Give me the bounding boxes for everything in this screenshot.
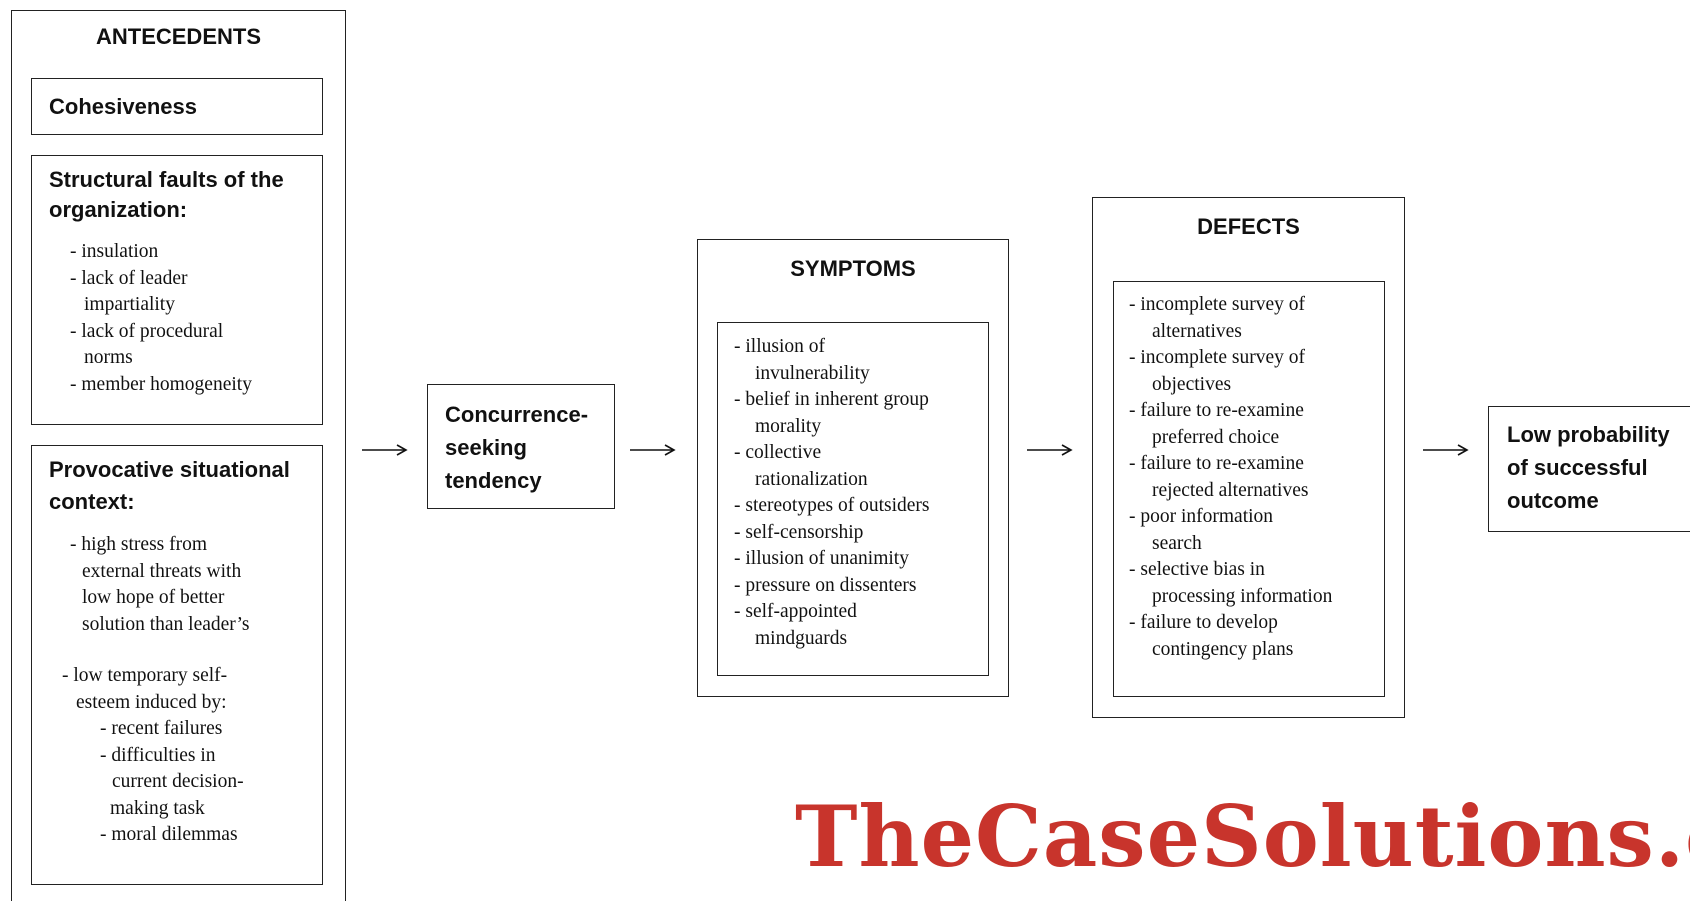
list-item: - high stress from <box>70 534 208 555</box>
outcome-line-2: of successful <box>1507 455 1648 480</box>
list-item: search <box>1152 532 1202 554</box>
list-item: norms <box>84 347 133 368</box>
list-item: - failure to develop <box>1129 612 1278 633</box>
list-item: - recent failures <box>100 718 223 739</box>
list-item: rejected alternatives <box>1152 479 1309 501</box>
list-item: - incomplete survey of <box>1129 347 1305 368</box>
arrow-right-icon <box>362 444 408 456</box>
stress-list: - high stress from external threats with… <box>70 532 250 638</box>
symptoms-list: - illusion of invulnerability - belief i… <box>734 334 930 652</box>
list-item: objectives <box>1152 373 1232 395</box>
list-item: - insulation <box>70 241 159 262</box>
arrow-right-icon <box>1423 444 1469 456</box>
list-item: - failure to re-examine <box>1129 453 1304 474</box>
list-item: morality <box>755 415 822 437</box>
concurrence-line-3: tendency <box>445 468 542 493</box>
list-item: - lack of leader <box>70 267 188 289</box>
watermark: TheCaseSolutions.com <box>795 787 1690 886</box>
list-item: - illusion of unanimity <box>734 548 909 569</box>
list-item: - low temporary self- <box>62 665 228 686</box>
list-item: - collective <box>734 442 822 463</box>
concurrence-seeking-box <box>427 384 615 509</box>
outcome-box <box>1488 406 1690 532</box>
list-item: invulnerability <box>755 362 870 384</box>
list-item: - self-appointed <box>734 601 857 622</box>
list-item: rationalization <box>755 468 868 490</box>
cohesiveness-label: Cohesiveness <box>49 94 197 119</box>
list-item: external threats with <box>82 560 242 582</box>
list-item: - incomplete survey of <box>1129 294 1305 315</box>
list-item: current decision- <box>112 771 244 792</box>
list-item: low hope of better <box>82 587 225 608</box>
list-item: - pressure on dissenters <box>734 574 917 596</box>
structural-faults-list: - insulation - lack of leader impartiali… <box>70 239 252 398</box>
list-item: - difficulties in <box>100 744 216 766</box>
defects-title: DEFECTS <box>1197 214 1300 239</box>
list-item: contingency plans <box>1152 638 1294 660</box>
structural-faults-title-line-1: Structural faults of the <box>49 167 284 192</box>
provocative-context-title-line-2: context: <box>49 489 135 514</box>
structural-faults-box <box>31 155 323 425</box>
arrow-right-icon <box>1027 444 1073 456</box>
provocative-context-title-line-1: Provocative situational <box>49 457 290 482</box>
list-item: - moral dilemmas <box>100 824 238 845</box>
cohesiveness-box <box>31 78 323 135</box>
esteem-list: - low temporary self- esteem induced by: <box>62 663 227 716</box>
outcome-line-3: outcome <box>1507 488 1599 513</box>
concurrence-line-1: Concurrence- <box>445 402 589 427</box>
structural-faults-title-line-2: organization: <box>49 197 188 222</box>
antecedents-title: ANTECEDENTS <box>95 24 261 49</box>
concurrence-line-2: seeking <box>445 435 527 460</box>
provocative-context-box <box>31 445 323 885</box>
symptoms-title: SYMPTOMS <box>790 256 916 281</box>
defects-inner-box <box>1113 281 1385 697</box>
list-item: - stereotypes of outsiders <box>734 495 930 516</box>
outcome-line-1: Low probability <box>1507 422 1670 447</box>
list-item: preferred choice <box>1152 426 1280 448</box>
defects-list: - incomplete survey of alternatives - in… <box>1129 292 1332 663</box>
list-item: esteem induced by: <box>76 691 227 713</box>
esteem-sublist: - recent failures - difficulties in curr… <box>100 716 244 849</box>
list-item: impartiality <box>84 294 175 315</box>
list-item: - lack of procedural <box>70 320 224 342</box>
list-item: making task <box>110 797 205 819</box>
list-item: alternatives <box>1152 320 1242 342</box>
list-item: solution than leader’s <box>82 613 250 635</box>
list-item: - selective bias in <box>1129 559 1265 580</box>
list-item: - failure to re-examine <box>1129 400 1304 421</box>
list-item: - illusion of <box>734 336 825 357</box>
list-item: processing information <box>1152 585 1333 607</box>
list-item: - belief in inherent group <box>734 389 929 410</box>
list-item: - poor information <box>1129 506 1274 527</box>
arrow-right-icon <box>630 444 676 456</box>
symptoms-inner-box <box>717 322 989 676</box>
list-item: - member homogeneity <box>70 373 252 395</box>
list-item: mindguards <box>755 627 848 649</box>
list-item: - self-censorship <box>734 521 864 543</box>
